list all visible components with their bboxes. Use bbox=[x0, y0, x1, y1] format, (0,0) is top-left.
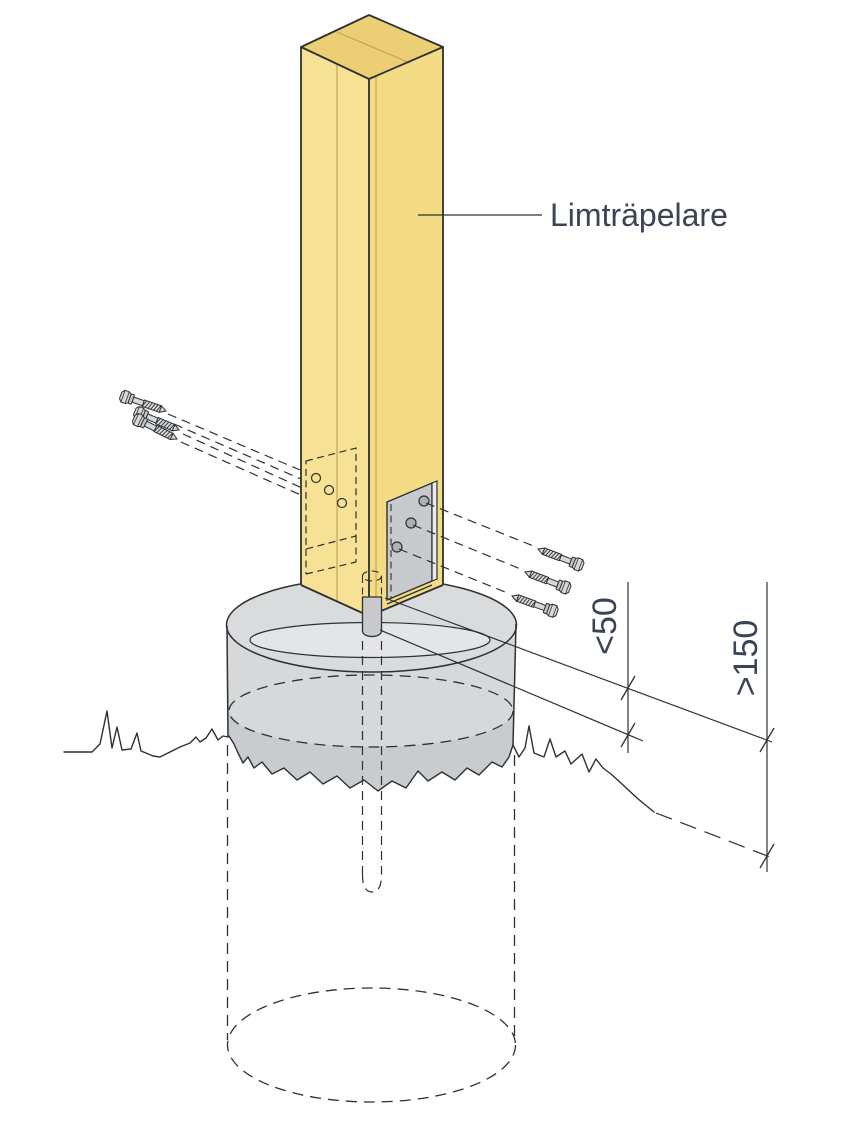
screw-axis-line bbox=[167, 413, 301, 471]
bolt-hole bbox=[336, 497, 348, 509]
hidden-foundation-outline bbox=[226, 674, 517, 1103]
extension-line-plinth-top bbox=[379, 629, 644, 742]
bolt-hole bbox=[310, 472, 322, 484]
screw-axis-line bbox=[425, 502, 537, 548]
lamination-lines bbox=[336, 31, 411, 613]
dimension-value-upper: <50 bbox=[586, 597, 624, 655]
screw-head-fixed bbox=[391, 541, 403, 553]
plinth-side-upper bbox=[227, 624, 516, 747]
ground-line bbox=[63, 710, 655, 813]
lag-screw bbox=[509, 589, 560, 619]
screw-axis-line bbox=[412, 524, 524, 571]
screw-axis-line bbox=[398, 548, 511, 595]
plinth-left-edge bbox=[226, 625, 229, 738]
screw-head-fixed bbox=[405, 517, 417, 529]
screw-axis-line bbox=[182, 433, 303, 489]
screw-head-fixed bbox=[418, 495, 430, 507]
dimension-ticks bbox=[620, 675, 775, 869]
post-label-group: Limträpelare bbox=[418, 197, 728, 233]
anchor-rod-hidden bbox=[361, 641, 383, 893]
bracket-right-plate bbox=[386, 480, 438, 605]
post-label: Limträpelare bbox=[550, 197, 728, 233]
lag-screw bbox=[535, 542, 586, 573]
screw-axis-line bbox=[180, 441, 304, 497]
plate-edge bbox=[431, 480, 438, 582]
plinth-right-edge bbox=[512, 623, 517, 746]
right-screws bbox=[398, 502, 586, 619]
screw-axis-line bbox=[173, 423, 302, 480]
extension-line-post-bottom bbox=[384, 597, 773, 743]
ground-right bbox=[512, 725, 655, 813]
lag-screw bbox=[522, 565, 573, 596]
dimensioning: <50 >150 bbox=[379, 582, 775, 872]
dimension-value-lower: >150 bbox=[727, 620, 765, 697]
post-left-face bbox=[301, 47, 369, 616]
ground-torn-edge bbox=[228, 735, 514, 792]
bracket-left-plate-hidden bbox=[305, 447, 357, 575]
base-plate-edge bbox=[386, 584, 433, 605]
ground-level-ellipse bbox=[228, 674, 514, 748]
extension-line-ground bbox=[655, 812, 771, 858]
post-outline bbox=[300, 14, 444, 617]
ground-left bbox=[63, 710, 229, 758]
underground-bottom-ellipse bbox=[226, 987, 517, 1103]
post-right-face bbox=[369, 47, 443, 616]
bolt-hole bbox=[323, 484, 335, 496]
left-screws bbox=[118, 389, 304, 497]
